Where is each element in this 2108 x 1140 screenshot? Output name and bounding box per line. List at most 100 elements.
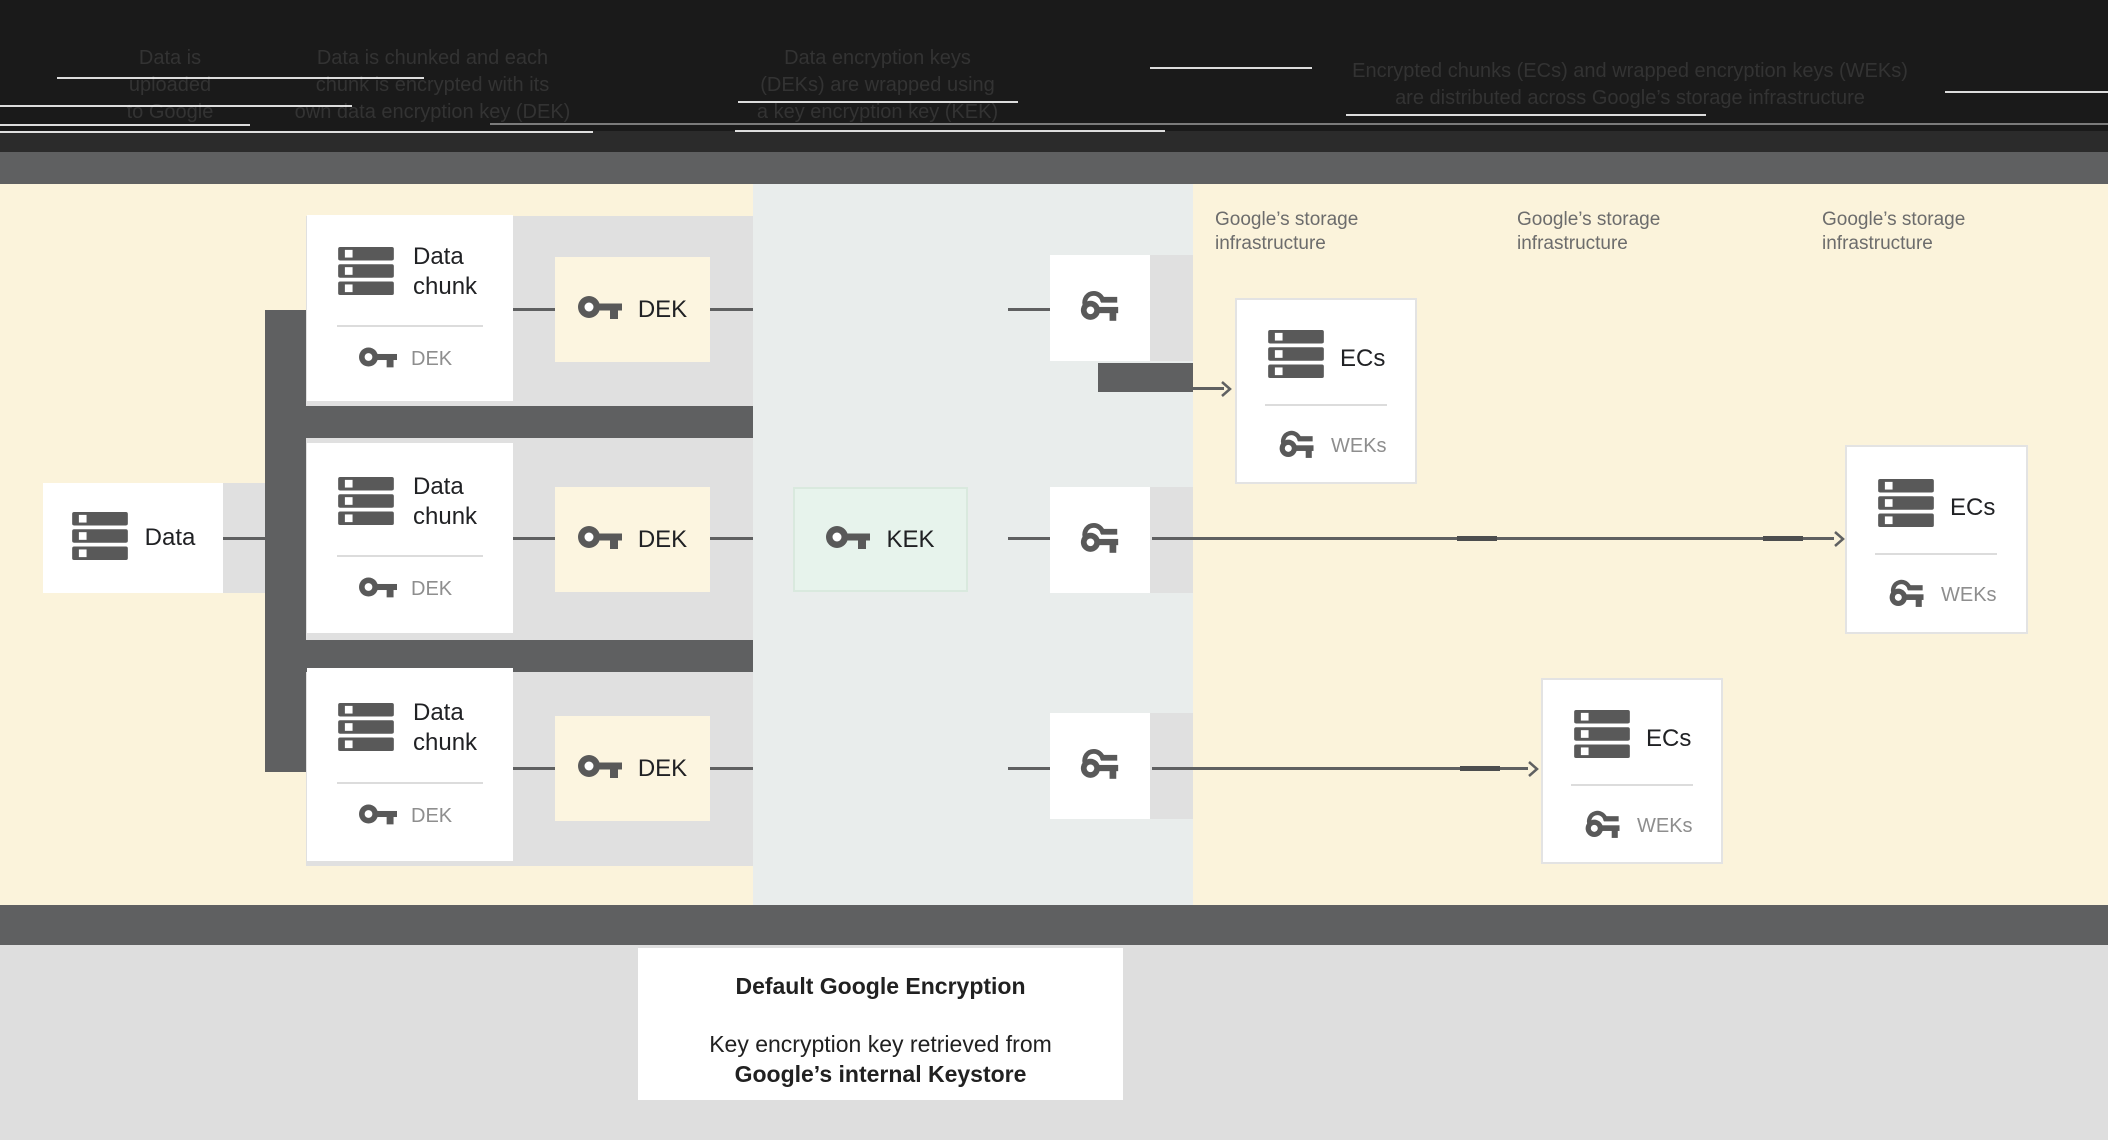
wrap-band-1 — [1150, 255, 1193, 361]
ecs-weks-row: WEKs — [1277, 430, 1387, 463]
data-chunk-node-3: Data chunk DEK — [307, 668, 513, 861]
underline-artifact — [738, 101, 1018, 103]
ecs-node-2: ECs WEKs — [1845, 445, 2028, 634]
connector-chunk1-dek1 — [513, 308, 555, 311]
ecs-node-1: ECs WEKs — [1235, 298, 1417, 484]
chunk-dek-label: DEK — [411, 805, 453, 827]
underline-artifact — [735, 130, 1165, 132]
footer-subtitle-line2: Google’s internal Keystore — [734, 1061, 1027, 1087]
key-icon — [359, 575, 397, 604]
server-stack-icon — [337, 477, 395, 530]
wrapped-key-icon — [1583, 810, 1623, 843]
dek-node-label: DEK — [637, 295, 688, 323]
connector-chunk3-dek3 — [513, 767, 555, 770]
server-stack-icon — [337, 247, 395, 300]
data-chunk-label: Data chunk — [413, 243, 478, 300]
data-node-label: Data — [144, 524, 196, 551]
ecs-node-label: ECs — [1340, 345, 1386, 372]
server-stack-icon — [1267, 330, 1325, 383]
server-stack-icon — [1573, 710, 1631, 763]
connector-wrap1-in — [1008, 308, 1050, 311]
dek-node-2: DEK — [555, 487, 710, 592]
dek-node-1: DEK — [555, 257, 710, 362]
ecs-weks-label: WEKs — [1331, 435, 1387, 457]
storage-infrastructure-label-1: Google’s storage infrastructure — [1215, 209, 1359, 254]
underline-artifact — [490, 123, 2108, 125]
connector-dek1-out — [710, 308, 753, 311]
arrow-to-ecs1 — [1193, 387, 1224, 390]
card-divider — [1875, 553, 1997, 555]
connector-kek-wrap2 — [1008, 537, 1050, 540]
data-chunk-label: Data chunk — [413, 473, 478, 530]
server-stack-icon — [1877, 479, 1935, 532]
data-chunk-node-2: Data chunk DEK — [307, 443, 513, 633]
card-divider — [1265, 404, 1387, 406]
top-caption-band: Data is uploaded to Google Data is chunk… — [0, 0, 2108, 152]
wrapped-key-icon — [1887, 579, 1927, 612]
connector-chunk2-dek2 — [513, 537, 555, 540]
arrow-thick-segment — [1763, 536, 1803, 541]
key-icon — [826, 524, 871, 555]
fanout-trunk-bar — [265, 310, 306, 772]
caption-step-distribution: Encrypted chunks (ECs) and wrapped encry… — [1352, 60, 1908, 109]
ecs-weks-label: WEKs — [1637, 815, 1693, 837]
wrapped-key-icon — [1078, 290, 1122, 326]
card-divider — [337, 555, 483, 557]
arrow-to-ecs3 — [1152, 767, 1528, 770]
chunk-dek-row: DEK — [359, 345, 452, 374]
key-icon — [577, 524, 622, 555]
card-divider — [337, 782, 483, 784]
storage-infrastructure-label-3: Google’s storage infrastructure — [1822, 209, 1966, 254]
chunk-dek-row: DEK — [359, 575, 452, 604]
wrap-band-2 — [1150, 487, 1193, 593]
ecs-node-label: ECs — [1950, 494, 1996, 521]
kek-node: KEK — [793, 487, 968, 592]
underline-artifact — [1150, 67, 1312, 69]
arrowhead-icon — [1527, 760, 1539, 783]
underline-artifact — [1945, 91, 2108, 93]
wrapped-key-node-2 — [1050, 487, 1150, 593]
key-icon — [359, 802, 397, 831]
ecs-weks-label: WEKs — [1941, 584, 1997, 606]
arrowhead-icon — [1220, 380, 1232, 403]
server-stack-icon — [337, 703, 395, 756]
key-icon — [577, 753, 622, 784]
distribution-bar — [1098, 363, 1193, 392]
dek-node-3: DEK — [555, 716, 710, 821]
connector-dek3-out — [710, 767, 753, 770]
wrapped-key-icon — [1078, 748, 1122, 784]
ecs-weks-row: WEKs — [1583, 810, 1693, 843]
footer-legend: Default Google Encryption Key encryption… — [638, 948, 1123, 1100]
underline-artifact — [0, 124, 250, 126]
key-icon — [359, 345, 397, 374]
server-stack-icon — [71, 511, 129, 565]
underline-artifact — [1346, 114, 1706, 116]
chunk-dek-label: DEK — [411, 578, 453, 600]
footer-subtitle-line1: Key encryption key retrieved from — [709, 1031, 1052, 1057]
dek-node-label: DEK — [637, 525, 688, 553]
ecs-weks-row: WEKs — [1887, 579, 1997, 612]
underline-artifact — [0, 105, 352, 107]
card-divider — [1571, 784, 1693, 786]
kek-node-label: KEK — [886, 525, 935, 553]
footer-title: Default Google Encryption — [735, 973, 1026, 999]
connector-dek2-out — [710, 537, 753, 540]
ecs-node-label: ECs — [1646, 725, 1692, 752]
wrapped-key-node-3 — [1050, 713, 1150, 819]
fanout-branch-bar-1 — [306, 406, 753, 438]
wrapped-key-node-1 — [1050, 255, 1150, 361]
dek-node-label: DEK — [637, 754, 688, 782]
chunk-dek-row: DEK — [359, 802, 452, 831]
fanout-branch-bar-2 — [306, 640, 753, 672]
connector-wrap3-in — [1008, 767, 1050, 770]
arrow-thick-segment — [1457, 536, 1497, 541]
diagram-main-area: Google’s storage infrastructure Google’s… — [0, 184, 2108, 905]
arrow-thick-segment — [1460, 766, 1500, 771]
wrap-band-3 — [1150, 713, 1193, 819]
data-node: Data — [43, 483, 223, 593]
card-divider — [337, 325, 483, 327]
wrapped-key-icon — [1078, 522, 1122, 558]
wrapped-key-icon — [1277, 430, 1317, 463]
data-chunk-node-1: Data chunk DEK — [307, 215, 513, 401]
arrowhead-icon — [1833, 530, 1845, 553]
